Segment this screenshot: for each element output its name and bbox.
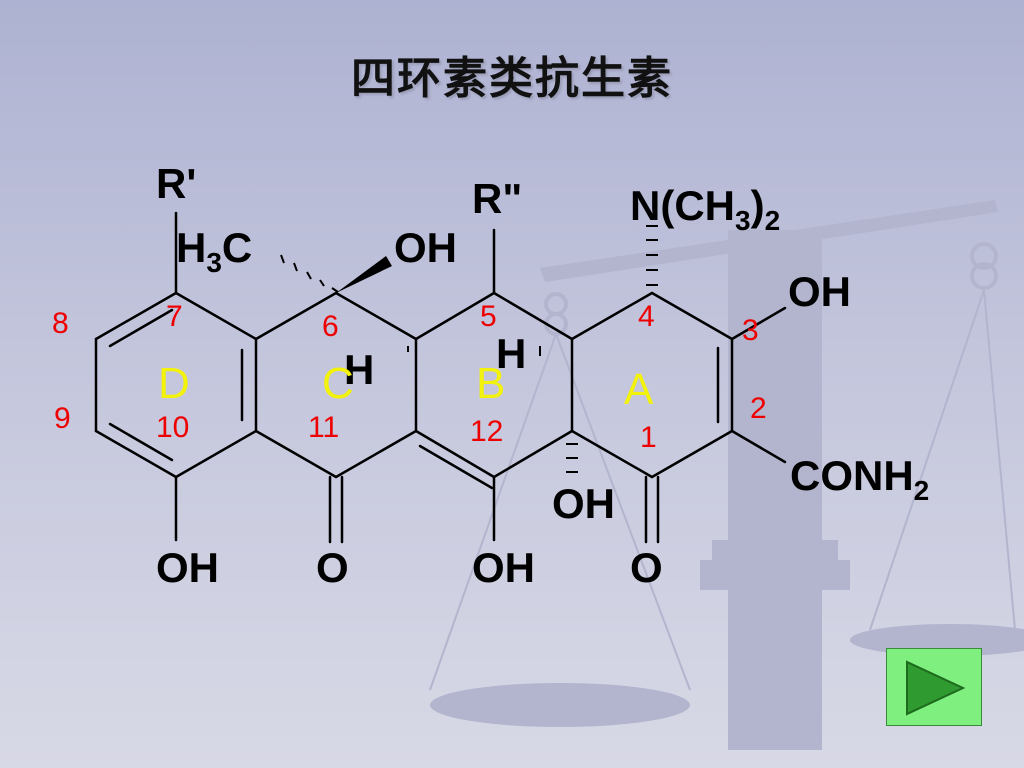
position-number: 1 bbox=[640, 421, 657, 454]
position-number: 12 bbox=[470, 415, 503, 448]
position-number: 5 bbox=[480, 300, 497, 333]
o-c11-label: O bbox=[316, 544, 349, 591]
next-slide-button[interactable] bbox=[886, 648, 982, 726]
position-number: 10 bbox=[156, 411, 189, 444]
play-arrow-icon bbox=[906, 660, 966, 716]
wedge-bond-oh bbox=[336, 256, 392, 293]
oh-c3-label: OH bbox=[788, 268, 851, 315]
o-c1-label: O bbox=[630, 544, 663, 591]
h3c-group-label: H3C bbox=[176, 224, 252, 278]
ring-label-d: D bbox=[158, 359, 190, 408]
h-c4a-label: H bbox=[496, 330, 526, 377]
position-number: 8 bbox=[52, 307, 69, 340]
skeleton-bonds bbox=[94, 211, 787, 544]
h-c5a-label: H bbox=[344, 346, 374, 393]
ring-label-c: C bbox=[322, 359, 354, 408]
r-prime-label: R' bbox=[156, 160, 196, 207]
r-double-prime-label: R" bbox=[472, 175, 522, 222]
oh-c10-label: OH bbox=[156, 544, 219, 591]
stereo-bonds bbox=[280, 225, 658, 473]
carboxamide-group-label: CONH2 bbox=[790, 452, 929, 506]
position-number: 4 bbox=[638, 300, 655, 333]
position-number: 7 bbox=[166, 300, 183, 333]
position-number: 6 bbox=[322, 310, 339, 343]
oh-c12-label: OH bbox=[472, 544, 535, 591]
position-number: 2 bbox=[750, 392, 767, 425]
position-number: 11 bbox=[308, 411, 339, 444]
slide-title: 四环素类抗生素 bbox=[351, 53, 673, 104]
position-number: 9 bbox=[54, 402, 71, 435]
dimethylamino-group-label: N(CH3)2 bbox=[630, 182, 780, 236]
oh-c6-label: OH bbox=[394, 224, 457, 271]
ring-label-a: A bbox=[624, 365, 654, 414]
oh-c12a-label: OH bbox=[552, 480, 615, 527]
ring-label-b: B bbox=[476, 359, 505, 408]
position-number: 3 bbox=[742, 314, 759, 347]
